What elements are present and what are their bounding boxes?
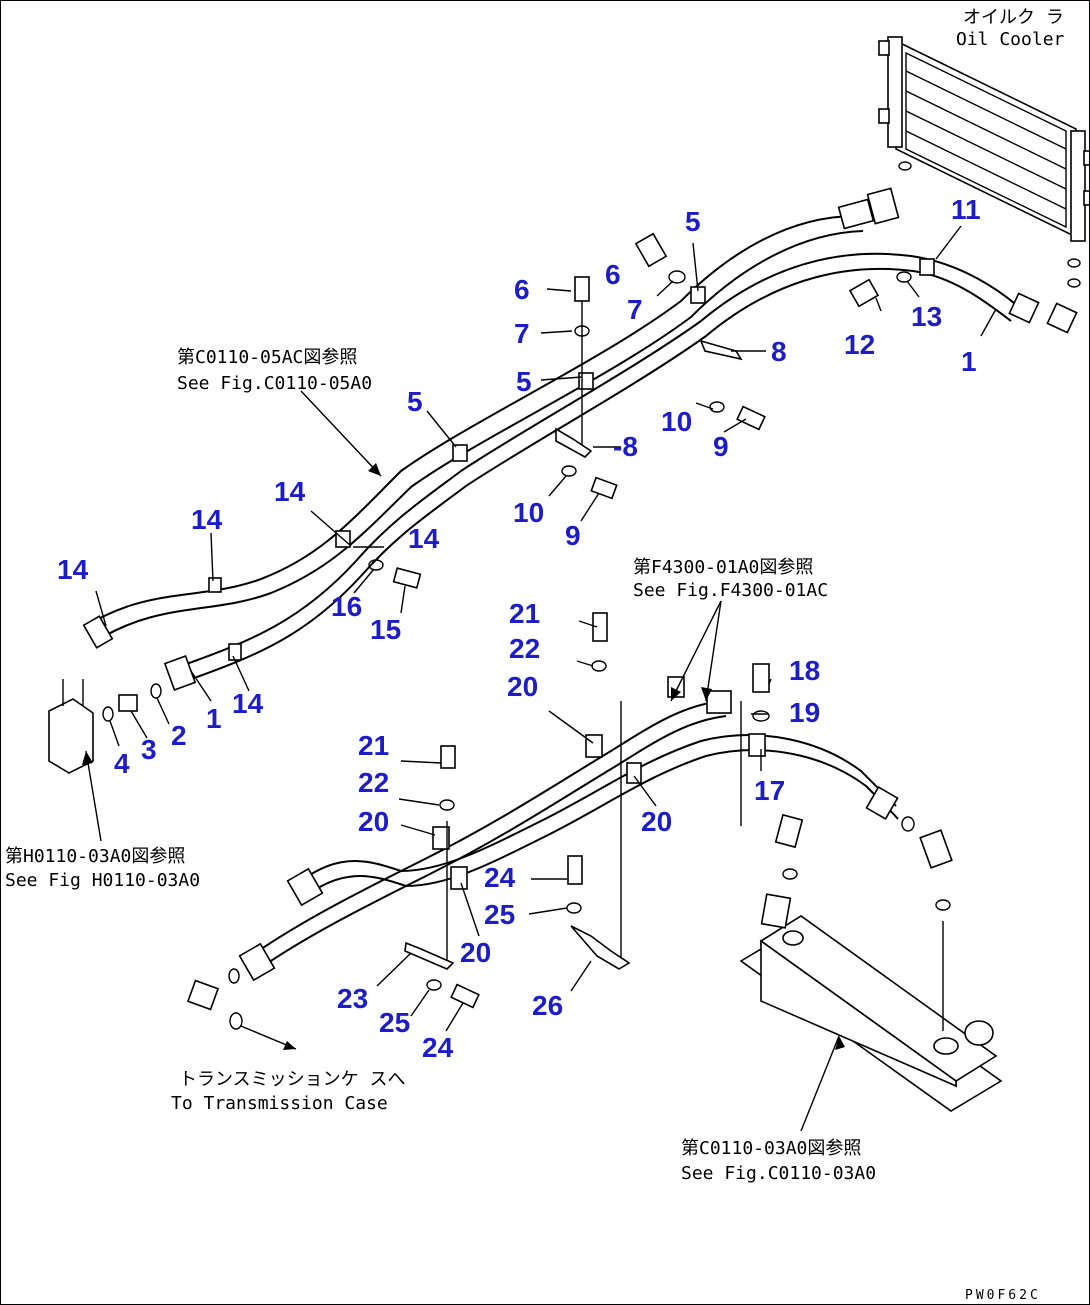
- ref-c0110-03a0-en: See Fig.C0110-03A0: [681, 1163, 877, 1184]
- ref-c0110-03a0-jp: 第C0110-03A0図参照: [681, 1138, 862, 1159]
- part-number-7: 7: [514, 318, 530, 349]
- part-number-12: 12: [844, 329, 875, 360]
- ref-c0110-05a0-jp: 第C0110-05AC図参照: [177, 347, 358, 368]
- oil-cooler-label-jp: オイルク ラ: [963, 7, 1064, 28]
- part-number-18: 18: [789, 655, 820, 686]
- lower-cooler: [739, 893, 1003, 1112]
- part-number-21: 21: [509, 598, 540, 629]
- ref-c0110-05a0-en: See Fig.C0110-05A0: [177, 373, 373, 394]
- part-number-26: 26: [532, 990, 563, 1021]
- part-number-14: 14: [408, 523, 440, 554]
- part-number-17: 17: [754, 775, 785, 806]
- part-number-11: 11: [951, 194, 981, 225]
- part-number-14: 14: [232, 688, 264, 719]
- upper-hoses: [82, 187, 1078, 691]
- ref-f4300-en: See Fig.F4300-01AC: [633, 580, 829, 601]
- leader-lines: [95, 225, 997, 1032]
- part-number-3: 3: [141, 734, 157, 765]
- ref-f4300-jp: 第F4300-01A0図参照: [633, 557, 814, 578]
- part-number-7: 7: [627, 294, 643, 325]
- part-number-22: 22: [358, 767, 389, 798]
- part-number-1: 1: [206, 703, 222, 734]
- part-number-8: -8: [613, 431, 638, 462]
- part-number-25: 25: [484, 899, 515, 930]
- part-number-9: 9: [565, 520, 581, 551]
- part-number-22: 22: [509, 633, 540, 664]
- part-number-9: 9: [713, 431, 729, 462]
- part-number-5: 5: [685, 206, 701, 237]
- part-number-6: 6: [605, 259, 621, 290]
- part-number-5: 5: [516, 366, 532, 397]
- part-number-2: 2: [171, 720, 187, 751]
- part-number-16: 16: [331, 591, 362, 622]
- part-number-14: 14: [191, 504, 223, 535]
- part-number-23: 23: [337, 983, 368, 1014]
- to-transmission-jp: トランスミッションケ スへ: [179, 1069, 406, 1090]
- part-number-6: 6: [514, 274, 530, 305]
- part-number-14: 14: [57, 554, 89, 585]
- part-number-21: 21: [358, 730, 389, 761]
- oil-cooler: [878, 36, 1089, 288]
- ref-h0110-en: See Fig H0110-03A0: [5, 870, 201, 891]
- part-number-20: 20: [507, 671, 538, 702]
- part-number-20: 20: [358, 806, 389, 837]
- oil-cooler-label-en: Oil Cooler: [956, 29, 1065, 50]
- left-fittings: [48, 679, 162, 774]
- part-number-4: 4: [114, 748, 130, 779]
- part-number-1: 1: [961, 346, 977, 377]
- part-number-24: 24: [484, 862, 516, 893]
- part-number-20: 20: [460, 937, 491, 968]
- to-transmission-en: To Transmission Case: [171, 1093, 388, 1114]
- part-number-15: 15: [370, 614, 401, 645]
- part-number-13: 13: [911, 301, 942, 332]
- lower-fasteners: [186, 612, 953, 1030]
- part-number-25: 25: [379, 1007, 410, 1038]
- part-number-8: 8: [771, 336, 787, 367]
- callout-numbers: 11 5 6 6 7 7 12 13 1 8 5 5 10 9 -8 14 14…: [57, 194, 981, 1063]
- part-number-20: 20: [641, 806, 672, 837]
- drawing-code: PW0F62C: [965, 1288, 1041, 1303]
- ref-h0110-jp: 第H0110-03A0図参照: [5, 846, 186, 867]
- part-number-24: 24: [422, 1032, 454, 1063]
- part-number-5: 5: [407, 386, 423, 417]
- reference-arrows: [82, 390, 845, 1132]
- part-number-10: 10: [513, 497, 544, 528]
- part-number-14: 14: [274, 476, 306, 507]
- lower-hoses: [238, 676, 899, 982]
- part-number-10: 10: [661, 406, 692, 437]
- upper-fasteners: [368, 232, 912, 589]
- part-number-19: 19: [789, 697, 820, 728]
